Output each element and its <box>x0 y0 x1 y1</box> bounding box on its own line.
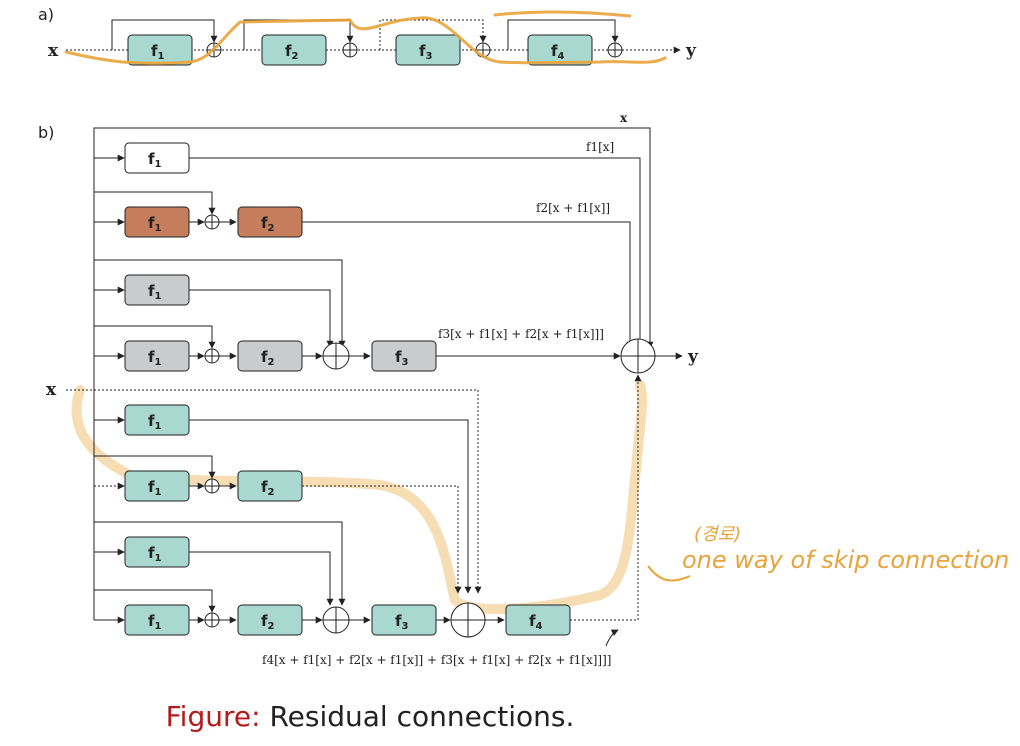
panel-b-out1: f1[x] <box>586 140 614 154</box>
panel-b-out4-pointer <box>605 629 619 647</box>
panel-b-input-x: x <box>46 380 57 400</box>
panel-a-block-f2 <box>261 34 327 66</box>
panel-a-block-f3 <box>395 34 461 66</box>
panel-a-label: a) <box>38 5 54 24</box>
panel-a-block-f1 <box>127 34 193 66</box>
panel-b-out3: f3[x + f1[x] + f2[x + f1[x]]] <box>438 327 604 341</box>
annotation-pointer-stroke <box>647 565 691 582</box>
panel-a-highlight-stroke-2 <box>493 10 632 18</box>
panel-a-skip-4 <box>507 19 619 50</box>
panel-b-output-y: y <box>687 347 699 367</box>
panel-b-out2: f2[x + f1[x]] <box>536 201 610 215</box>
figure-caption: Figure: Residual connections. <box>0 700 740 733</box>
panel-a-input-x: x <box>48 41 59 61</box>
panel-a-skip-1 <box>111 19 218 50</box>
annotation-text: one way of skip connection <box>682 546 1009 574</box>
panel-b-top-x: x <box>620 111 628 125</box>
panel-a-highlight-stroke <box>64 16 667 65</box>
panel-b-label: b) <box>38 123 54 142</box>
handwritten-annotation: (경로) one way of skip connection <box>647 524 1009 582</box>
caption-label: Figure: <box>165 700 261 733</box>
panel-b: b) x x f1 f1[x] f1 f2 f2[x + f1[x]] <box>38 111 699 667</box>
annotation-korean: (경로) <box>694 524 741 545</box>
panel-a-block-f4 <box>527 34 593 66</box>
panel-b-out4: f4[x + f1[x] + f2[x + f1[x]] + f3[x + f1… <box>262 653 611 667</box>
panel-a-output-y: y <box>685 41 697 61</box>
panel-a: a) x y f1 f2 f3 f4 <box>38 5 697 66</box>
caption-text: Residual connections. <box>269 700 575 733</box>
